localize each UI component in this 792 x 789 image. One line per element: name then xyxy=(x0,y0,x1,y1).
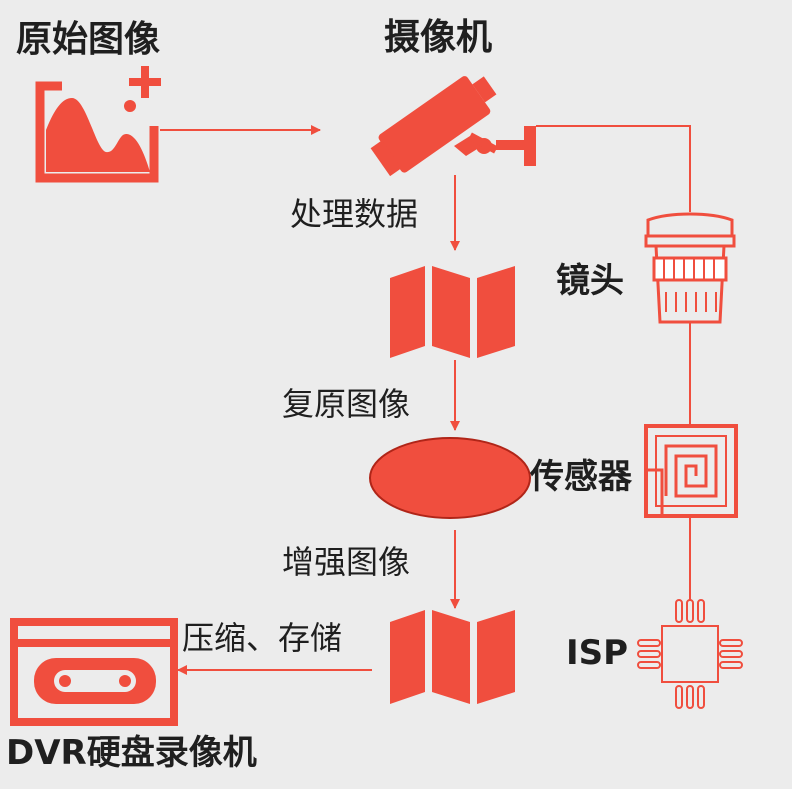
folded-map-icon-1 xyxy=(390,266,515,358)
lens-icon xyxy=(644,212,736,324)
camera-icon xyxy=(370,76,536,177)
line-camera-to-lens xyxy=(536,125,691,212)
connectors xyxy=(160,125,691,675)
label-sensor: 传感器 xyxy=(530,457,632,497)
cassette-icon xyxy=(10,618,178,726)
label-isp: ISP xyxy=(566,633,629,673)
ellipse-shape xyxy=(369,437,531,519)
label-lens: 镜头 xyxy=(556,261,624,301)
label-enhance-image: 增强图像 xyxy=(282,543,411,581)
folded-map-icon-2 xyxy=(390,610,515,704)
label-restore-image: 复原图像 xyxy=(282,385,411,423)
label-compress-store: 压缩、存储 xyxy=(182,619,343,657)
label-process-data: 处理数据 xyxy=(290,195,419,233)
image-icon xyxy=(35,66,161,183)
label-camera: 摄像机 xyxy=(384,17,493,58)
sensor-icon xyxy=(644,424,738,518)
label-original-image: 原始图像 xyxy=(16,19,161,60)
chip-icon xyxy=(637,599,743,709)
label-dvr: DVR硬盘录像机 xyxy=(6,733,257,773)
